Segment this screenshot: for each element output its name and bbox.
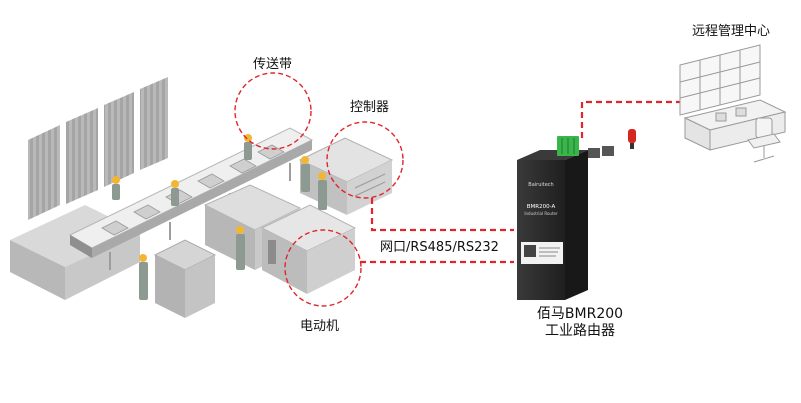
controller-label: 控制器 — [350, 100, 390, 115]
router-subtitle: Industrial Router — [524, 211, 558, 216]
conveyor-highlight — [234, 72, 312, 150]
central-machinery — [203, 184, 357, 294]
remote-center — [679, 44, 787, 163]
ethernet-port — [602, 146, 614, 156]
link-router-remote — [580, 100, 690, 138]
workers — [112, 134, 327, 300]
worker — [236, 226, 245, 270]
worker — [139, 254, 148, 300]
motor-label: 电动机 — [300, 319, 340, 334]
wall-panels — [28, 77, 168, 220]
worker — [112, 176, 120, 200]
link-controller-router — [370, 198, 514, 232]
remote-center-label: 远程管理中心 — [692, 24, 771, 39]
router-model: BMR200-A — [527, 204, 556, 210]
dashed-links — [360, 100, 690, 264]
controller-cabinet — [298, 137, 394, 215]
control-desk — [153, 239, 217, 318]
router-device: Bairuitech BMR200-A Industrial Router — [517, 129, 636, 300]
interfaces-label: 网口/RS485/RS232 — [380, 240, 499, 255]
video-wall — [679, 44, 761, 116]
worker — [171, 180, 179, 206]
worker — [301, 156, 310, 192]
motor-highlight — [284, 229, 362, 307]
chair — [747, 117, 781, 163]
worker — [244, 134, 252, 160]
antenna — [628, 129, 636, 143]
factory-scene — [10, 72, 404, 318]
highlight-circles — [234, 72, 404, 307]
worker — [318, 172, 327, 210]
ethernet-port — [588, 148, 600, 158]
router-name-line2: 工业路由器 — [545, 323, 615, 339]
router-name-line1: 佰马BMR200 — [536, 306, 624, 322]
conveyor-label: 传送带 — [253, 57, 293, 72]
router-logo: Bairuitech — [528, 182, 553, 188]
controller-highlight — [326, 121, 404, 199]
